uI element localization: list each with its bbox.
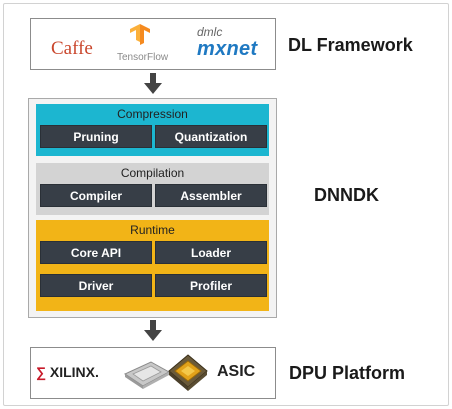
xilinx-logo: ∑ XILINX. [36,364,99,380]
compression-layer: Compression Pruning Quantization [36,104,269,156]
loader-block: Loader [155,241,267,264]
down-arrow-icon [144,73,162,94]
dl-framework-label: DL Framework [288,35,413,55]
profiler-block: Profiler [155,274,267,297]
compilation-layer: Compilation Compiler Assembler [36,163,269,215]
dpu-platform-label: DPU Platform [289,363,406,383]
xilinx-logo-text: XILINX. [49,364,99,380]
assembler-block: Assembler [155,184,267,207]
compilation-title: Compilation [120,166,185,180]
platform-box: ∑ XILINX. ASIC [30,347,276,399]
down-arrow-icon [144,320,162,341]
xilinx-logo-icon: ∑ [36,364,46,380]
runtime-layer: Runtime Core API Loader Driver Profiler [36,220,269,311]
asic-chip-icon [168,354,208,391]
quantization-block: Quantization [155,125,267,148]
dnndk-stack: Compression Pruning Quantization Compila… [28,98,277,318]
driver-block: Driver [40,274,152,297]
tensorflow-logo-icon [130,24,150,45]
core-api-block: Core API [40,241,152,264]
compiler-block: Compiler [40,184,152,207]
dmlc-logo-text: dmlc [197,25,223,39]
diagram-frame: Caffe TensorFlow dmlc mxnet DL Framework… [3,3,449,406]
dnndk-label: DNNDK [314,185,379,205]
pruning-block: Pruning [40,125,152,148]
fpga-chip-icon [123,361,171,389]
compression-title: Compression [117,107,188,121]
tensorflow-logo-text: TensorFlow [117,52,168,63]
tensorflow-label: TensorFlow [117,52,169,63]
caffe-logo: Caffe [51,38,93,59]
framework-box: Caffe TensorFlow dmlc mxnet [30,18,276,70]
runtime-title: Runtime [130,223,175,237]
asic-label: ASIC [217,363,256,380]
mxnet-logo-text: mxnet [197,38,258,60]
